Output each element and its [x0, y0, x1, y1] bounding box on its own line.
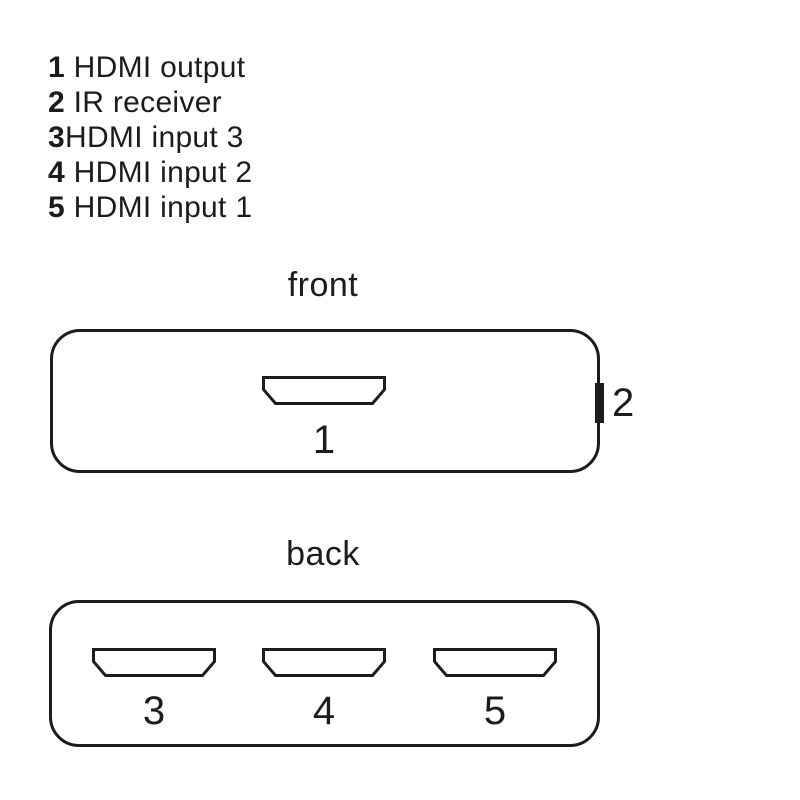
port-number-label: 5: [483, 689, 507, 733]
port-number-label: 4: [312, 689, 336, 733]
legend-item-label: HDMI input 3: [65, 121, 244, 154]
legend: 1 HDMI output 2 IR receiver 3HDMI input …: [48, 50, 252, 225]
legend-item-number: 5: [48, 191, 65, 224]
legend-item-label: IR receiver: [65, 86, 222, 119]
hdmi-port-icon: [262, 376, 386, 405]
front-device-outline: 1: [50, 329, 600, 473]
hdmi-port-icon: [92, 648, 216, 677]
legend-item-label: HDMI input 1: [65, 191, 253, 224]
port-number-label: 3: [142, 689, 166, 733]
legend-item-number: 2: [48, 86, 65, 119]
legend-item: 1 HDMI output: [48, 50, 252, 85]
hdmi-port-icon: [262, 648, 386, 677]
legend-item: 4 HDMI input 2: [48, 155, 252, 190]
legend-item-number: 1: [48, 51, 65, 84]
legend-item: 3HDMI input 3: [48, 120, 252, 155]
legend-item-label: HDMI output: [65, 51, 246, 84]
ir-receiver-icon: [595, 383, 604, 423]
back-view-title: back: [286, 535, 360, 573]
port-number-label: 1: [312, 418, 336, 462]
hdmi-port-icon: [433, 648, 557, 677]
legend-item: 5 HDMI input 1: [48, 190, 252, 225]
ir-receiver-number-label: 2: [612, 381, 635, 425]
legend-item-label: HDMI input 2: [65, 156, 253, 189]
front-view-title: front: [287, 266, 359, 304]
legend-item-number: 3: [48, 121, 65, 154]
legend-item-number: 4: [48, 156, 65, 189]
back-device-outline: 3 4 5: [49, 600, 600, 747]
legend-item: 2 IR receiver: [48, 85, 252, 120]
